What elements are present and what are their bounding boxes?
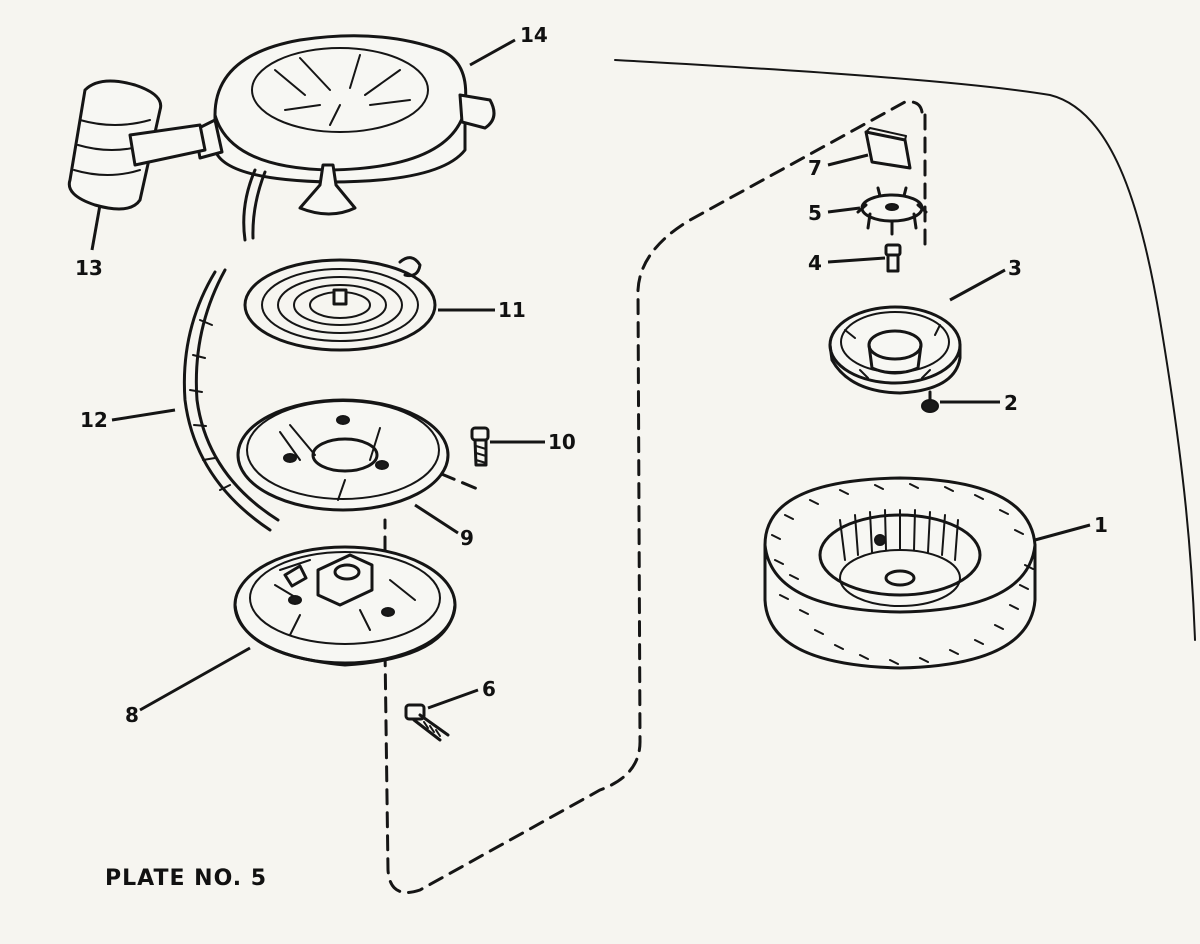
- callout-12: 12: [80, 408, 108, 432]
- callout-11: 11: [498, 298, 526, 322]
- handle-part: [67, 79, 207, 211]
- callout-10: 10: [548, 430, 576, 454]
- bolt-6-part: [404, 703, 450, 742]
- screw-10-part: [470, 426, 490, 467]
- pulley-knurl-texture: [771, 483, 1034, 665]
- housing-part: [193, 34, 496, 242]
- callout-7: 7: [808, 156, 822, 180]
- callout-2: 2: [1004, 391, 1018, 415]
- rope-part: [182, 268, 280, 532]
- assembly-dashed-envelope: [383, 100, 924, 894]
- recoil-spring-part: [243, 256, 437, 352]
- spring-retainer-part: [236, 398, 450, 512]
- callout-3: 3: [1008, 256, 1022, 280]
- screen-7-part: [864, 127, 912, 170]
- callout-4: 4: [808, 251, 822, 275]
- pin-4-part: [884, 243, 902, 273]
- screw-2-part: [921, 390, 939, 413]
- star-washer-5-part: [856, 186, 928, 236]
- callout-1: 1: [1094, 513, 1108, 537]
- pulley-1-part: [763, 476, 1037, 670]
- callout-8: 8: [125, 703, 139, 727]
- callout-14: 14: [520, 23, 548, 47]
- engine-outline: [614, 59, 1196, 641]
- callout-13: 13: [75, 256, 103, 280]
- starter-cup-3-part: [828, 305, 962, 395]
- pulley-plate-part: [233, 545, 457, 667]
- callout-5: 5: [808, 201, 822, 225]
- callout-9: 9: [460, 526, 474, 550]
- callout-leaders: [90, 38, 1091, 712]
- callout-6: 6: [482, 677, 496, 701]
- plate-caption: PLATE NO. 5: [105, 866, 267, 891]
